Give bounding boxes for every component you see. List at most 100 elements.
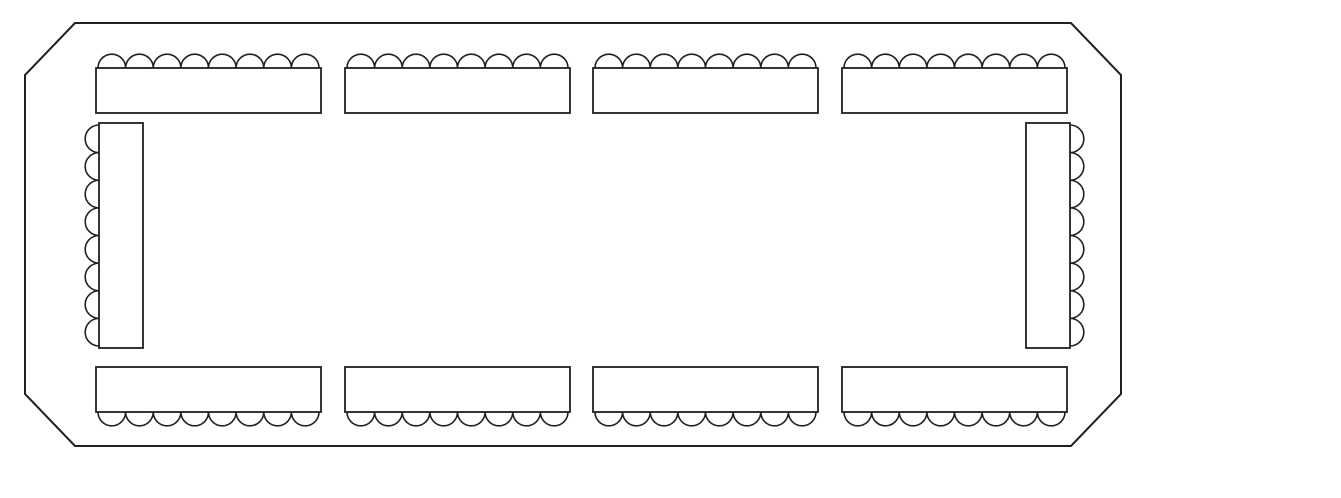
chair — [346, 411, 376, 427]
chair — [84, 317, 100, 347]
chair — [511, 53, 542, 69]
chair — [456, 53, 486, 69]
chair — [84, 207, 100, 237]
chair — [1069, 124, 1085, 154]
chair — [429, 53, 459, 69]
chair — [1008, 411, 1039, 427]
chair — [787, 411, 817, 427]
chair — [373, 53, 404, 69]
right-table — [1025, 122, 1085, 349]
chair — [152, 411, 182, 427]
chair — [84, 151, 100, 182]
chair — [235, 411, 265, 427]
chair — [290, 411, 320, 427]
chair — [539, 53, 569, 69]
left-table — [84, 122, 144, 349]
chair — [759, 411, 790, 427]
chair — [926, 411, 956, 427]
chair — [1069, 317, 1085, 347]
chair — [981, 411, 1011, 427]
top-table-2 — [344, 53, 571, 114]
table — [841, 67, 1068, 114]
chair — [262, 53, 293, 69]
chair — [262, 411, 293, 427]
bottom-table-3 — [592, 366, 819, 427]
chair — [1069, 151, 1085, 182]
chair — [1036, 53, 1066, 69]
table — [344, 366, 571, 413]
chair — [981, 53, 1011, 69]
chair — [1008, 53, 1039, 69]
chair — [732, 411, 762, 427]
chair — [898, 53, 928, 69]
chair — [124, 53, 155, 69]
chair — [759, 53, 790, 69]
chair — [484, 411, 514, 427]
table — [98, 122, 144, 349]
chair — [290, 53, 320, 69]
chair — [346, 53, 376, 69]
chair — [152, 53, 182, 69]
chair — [704, 53, 734, 69]
chair — [84, 124, 100, 154]
chair — [843, 53, 873, 69]
chair — [926, 53, 956, 69]
chair — [594, 411, 624, 427]
chair — [180, 411, 210, 427]
chair — [1069, 207, 1085, 237]
chair — [953, 411, 983, 427]
chair — [787, 53, 817, 69]
chair — [207, 53, 237, 69]
chair — [84, 234, 100, 264]
top-table-1 — [95, 53, 322, 114]
chair — [843, 411, 873, 427]
chair — [484, 53, 514, 69]
chair — [621, 411, 652, 427]
chair — [456, 411, 486, 427]
chair — [84, 262, 100, 292]
chair — [732, 53, 762, 69]
chair — [401, 411, 431, 427]
chair — [97, 53, 127, 69]
chair — [953, 53, 983, 69]
chair — [870, 53, 901, 69]
top-table-3 — [592, 53, 819, 114]
table — [1025, 122, 1071, 349]
room-outline — [24, 22, 1122, 447]
chair — [870, 411, 901, 427]
chair — [594, 53, 624, 69]
chair — [621, 53, 652, 69]
chair — [124, 411, 155, 427]
chair — [539, 411, 569, 427]
chair — [1069, 234, 1085, 264]
chair — [235, 53, 265, 69]
chair — [401, 53, 431, 69]
chair — [1069, 179, 1085, 209]
chair — [84, 179, 100, 209]
table — [592, 67, 819, 114]
table — [95, 67, 322, 114]
table — [841, 366, 1068, 413]
chair — [97, 411, 127, 427]
chair — [677, 53, 707, 69]
table — [95, 366, 322, 413]
chair — [677, 411, 707, 427]
chair — [1036, 411, 1066, 427]
chair — [1069, 289, 1085, 320]
bottom-table-2 — [344, 366, 571, 427]
chair — [649, 53, 679, 69]
bottom-table-4 — [841, 366, 1068, 427]
chair — [84, 289, 100, 320]
bottom-table-1 — [95, 366, 322, 427]
tables-group — [84, 53, 1085, 427]
chair — [511, 411, 542, 427]
chair — [429, 411, 459, 427]
chair — [373, 411, 404, 427]
top-table-4 — [841, 53, 1068, 114]
table — [592, 366, 819, 413]
chair — [704, 411, 734, 427]
chair — [649, 411, 679, 427]
chair — [180, 53, 210, 69]
